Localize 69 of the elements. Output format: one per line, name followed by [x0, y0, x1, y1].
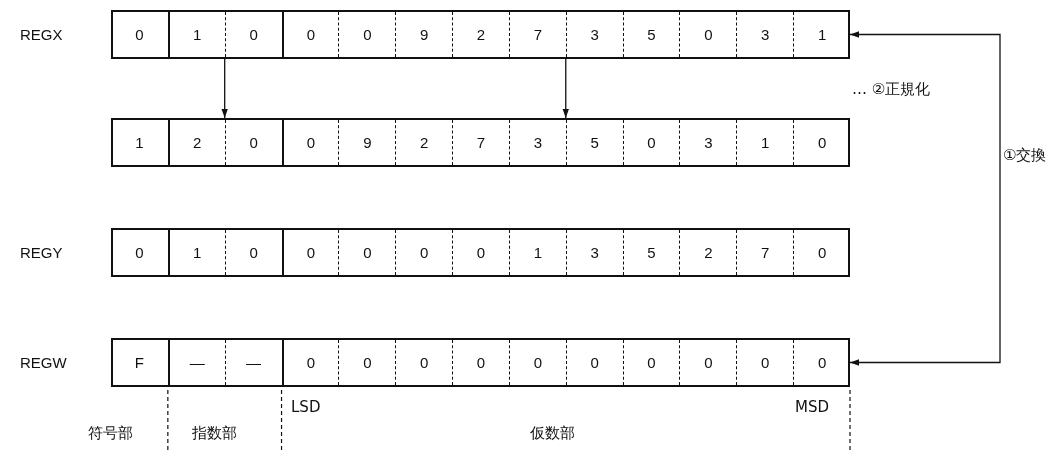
- arrow: [562, 58, 569, 119]
- register-box: [111, 228, 850, 277]
- register-digit: 2: [167, 120, 225, 165]
- register-digit: 3: [736, 12, 794, 57]
- register-digit: 1: [167, 12, 225, 57]
- register-digit: 9: [338, 120, 396, 165]
- field-label: 指数部: [192, 424, 237, 442]
- register-digit: 3: [679, 120, 737, 165]
- register-digit: 0: [452, 230, 509, 275]
- register-digit: 0: [395, 340, 453, 385]
- register-digit: 0: [281, 340, 339, 385]
- register-digit: 0: [224, 120, 282, 165]
- register-digit: 0: [281, 120, 339, 165]
- register-label: REGX: [20, 25, 63, 44]
- register-digit: 9: [395, 12, 453, 57]
- register-box: [111, 10, 850, 59]
- register-digit: 0: [793, 230, 850, 275]
- field-label: 符号部: [88, 424, 133, 442]
- register-digit: 0: [281, 12, 339, 57]
- register-label: REGW: [20, 353, 67, 372]
- register-digit: 0: [565, 340, 623, 385]
- register-digit: 0: [395, 230, 453, 275]
- register-box: [111, 338, 850, 387]
- register-label: REGY: [20, 243, 63, 262]
- register-digit: 0: [622, 340, 680, 385]
- register-digit: 1: [508, 230, 566, 275]
- register-digit: 0: [338, 340, 396, 385]
- register-digit: 5: [622, 12, 680, 57]
- register-box: [111, 118, 850, 167]
- register-digit: 5: [622, 230, 680, 275]
- register-digit: 0: [508, 340, 566, 385]
- register-digit: 1: [736, 120, 794, 165]
- register-digit: 0: [338, 12, 396, 57]
- arrow: [849, 31, 1001, 366]
- register-digit: 0: [793, 120, 850, 165]
- register-digit: 0: [338, 230, 396, 275]
- register-digit: 0: [679, 340, 737, 385]
- register-digit: 3: [565, 230, 623, 275]
- register-digit: F: [111, 340, 168, 385]
- register-digit: —: [224, 340, 282, 385]
- register-digit: 1: [167, 230, 225, 275]
- register-digit: 2: [395, 120, 453, 165]
- register-digit: 0: [793, 340, 850, 385]
- register-digit: —: [167, 340, 225, 385]
- register-digit: 7: [452, 120, 509, 165]
- register-digit: 2: [452, 12, 509, 57]
- register-digit: 1: [793, 12, 850, 57]
- register-digit: 3: [508, 120, 566, 165]
- register-digit: 1: [111, 120, 168, 165]
- step-label: … ②正規化: [852, 80, 931, 98]
- register-digit: 0: [111, 230, 168, 275]
- register-digit: 0: [281, 230, 339, 275]
- register-digit: 0: [622, 120, 680, 165]
- register-digit: 0: [452, 340, 509, 385]
- register-digit: 2: [679, 230, 737, 275]
- field-label: MSD: [795, 398, 829, 416]
- register-digit: 7: [736, 230, 794, 275]
- register-digit: 0: [679, 12, 737, 57]
- register-digit: 0: [111, 12, 168, 57]
- register-digit: 0: [224, 12, 282, 57]
- arrow: [221, 58, 228, 119]
- register-digit: 5: [565, 120, 623, 165]
- register-digit: 3: [565, 12, 623, 57]
- register-digit: 7: [508, 12, 566, 57]
- field-label: LSD: [291, 398, 321, 416]
- edge-label: ①交換: [1003, 146, 1047, 164]
- field-label: 仮数部: [530, 424, 575, 442]
- register-digit: 0: [736, 340, 794, 385]
- register-digit: 0: [224, 230, 282, 275]
